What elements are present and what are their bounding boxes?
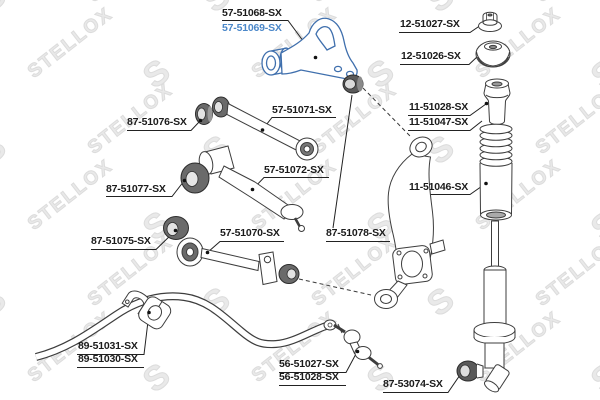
- part-label-87-51076-sx: 87-51076-SX: [127, 116, 187, 128]
- part-label-57-51072-sx: 57-51072-SX: [264, 164, 324, 176]
- part-label-87-51078-sx: 87-51078-SX: [326, 227, 386, 239]
- part-label-57-51071-sx: 57-51071-SX: [272, 104, 332, 116]
- part-label-57-51068-sx: 57-51068-SX: [222, 7, 282, 19]
- part-label-89-51031-sx: 89-51031-SX: [78, 340, 138, 352]
- stabilizer-link-drawing: [333, 323, 383, 369]
- lateral-rod-57-51071-drawing: [212, 96, 319, 161]
- part-label-56-51028-sx: 56-51028-SX: [279, 371, 339, 383]
- bushing-87-51076-drawing: [195, 103, 213, 125]
- bump-stop-drawing: [483, 78, 511, 125]
- control-arm-57-51072-drawing: [180, 145, 305, 232]
- strut-mount-drawing: [475, 40, 511, 68]
- shock-absorber-drawing: [473, 220, 516, 393]
- part-label-12-51027-sx: 12-51027-SX: [400, 18, 460, 30]
- dust-boot-drawing: [479, 123, 513, 221]
- part-label-11-51046-sx: 11-51046-SX: [409, 181, 469, 193]
- leader-dots: [147, 55, 489, 354]
- part-label-11-51047-sx: 11-51047-SX: [409, 116, 469, 128]
- part-label-87-53074-sx: 87-53074-SX: [383, 378, 443, 390]
- leader-lines: [77, 20, 487, 393]
- bushing-87-51075-drawing: [163, 216, 189, 240]
- cap-nut-drawing: [478, 11, 502, 32]
- part-label-87-51075-sx: 87-51075-SX: [91, 235, 151, 247]
- part-label-57-51070-sx: 57-51070-SX: [220, 227, 280, 239]
- stabilizer-bar-drawing: [34, 292, 337, 361]
- shock-bushing-drawing: [456, 360, 484, 382]
- stabilizer-bushing-drawing: [138, 296, 172, 330]
- knuckle-drawing: [374, 136, 446, 309]
- upper-control-arm-drawing: [261, 17, 358, 80]
- part-label-11-51028-sx: 11-51028-SX: [409, 101, 469, 113]
- part-label-89-51030-sx: 89-51030-SX: [78, 353, 138, 365]
- trailing-rod-57-51070-drawing: [176, 237, 300, 286]
- arm-bushing-drawing: [342, 74, 364, 94]
- reference-dashed-lines: [298, 87, 412, 296]
- part-label-87-51077-sx: 87-51077-SX: [106, 183, 166, 195]
- part-label-56-51027-sx: 56-51027-SX: [279, 358, 339, 370]
- part-label-12-51026-sx: 12-51026-SX: [401, 50, 461, 62]
- part-label-57-51069-sx: 57-51069-SX: [222, 22, 282, 34]
